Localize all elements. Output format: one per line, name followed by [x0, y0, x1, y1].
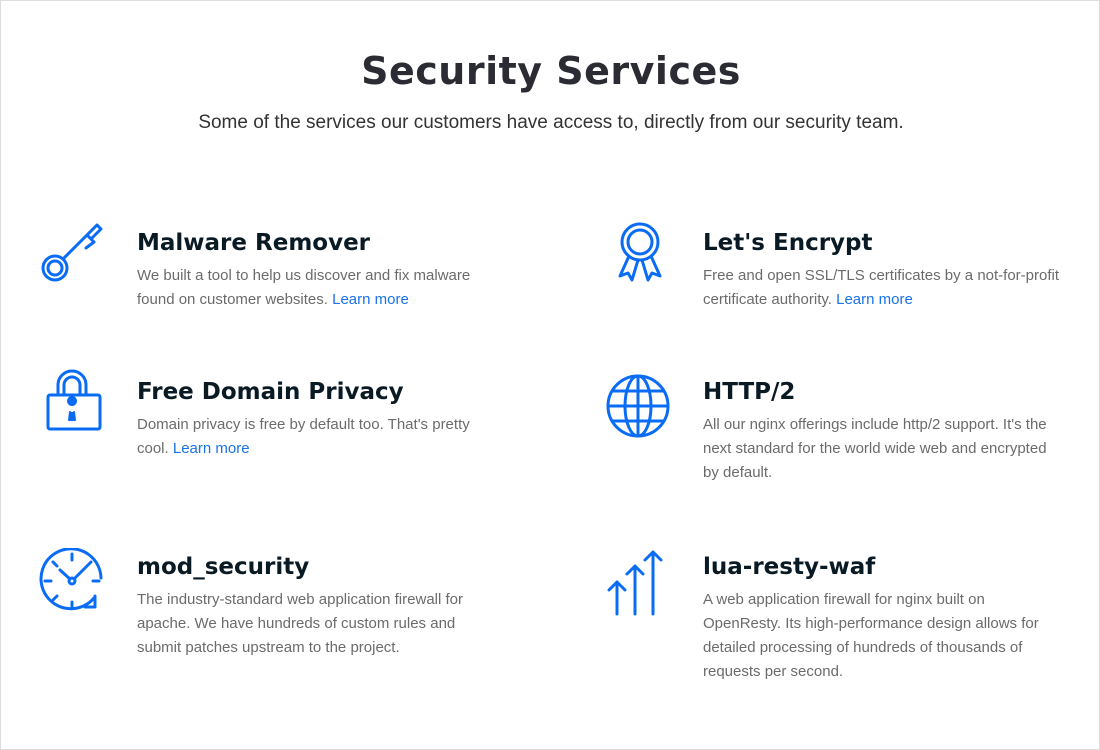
service-free-domain-privacy: Free Domain Privacy Domain privacy is fr…	[46, 369, 537, 461]
service-http2: HTTP/2 All our nginx offerings include h…	[606, 374, 1100, 485]
service-title: lua-resty-waf	[703, 554, 876, 580]
service-description: A web application firewall for nginx bui…	[703, 591, 1039, 680]
learn-more-link[interactable]: Learn more	[172, 440, 250, 457]
service-description: All our nginx offerings include http/2 s…	[703, 416, 1047, 481]
award-ribbon-icon	[618, 222, 662, 282]
key-icon	[41, 223, 103, 282]
service-lua-resty-waf: lua-resty-waf A web application firewall…	[607, 550, 1100, 684]
service-description: Domain privacy is free by default too. T…	[137, 416, 470, 457]
service-title: Let's Encrypt	[703, 230, 873, 256]
padlock-icon	[46, 369, 102, 431]
service-title: HTTP/2	[703, 379, 796, 405]
learn-more-link[interactable]: Learn more	[332, 291, 409, 308]
globe-icon	[606, 374, 670, 438]
service-title: Free Domain Privacy	[137, 379, 404, 405]
service-mod-security: mod_security The industry-standard web a…	[39, 548, 537, 660]
service-title: mod_security	[137, 554, 310, 580]
clock-refresh-icon	[39, 548, 103, 611]
service-title: Malware Remover	[137, 230, 371, 256]
service-malware-remover: Malware Remover We built a tool to help …	[41, 223, 537, 312]
arrows-up-icon	[607, 550, 663, 616]
service-description: Free and open SSL/TLS certificates by a …	[703, 267, 1060, 308]
page-subtitle: Some of the services our customers have …	[198, 112, 904, 133]
service-lets-encrypt: Let's Encrypt Free and open SSL/TLS cert…	[618, 222, 1100, 312]
service-description: We built a tool to help us discover and …	[137, 267, 471, 308]
service-description: The industry-standard web application fi…	[137, 591, 463, 656]
learn-more-link[interactable]: Learn more	[836, 291, 913, 308]
page-title: Security Services	[361, 49, 741, 93]
